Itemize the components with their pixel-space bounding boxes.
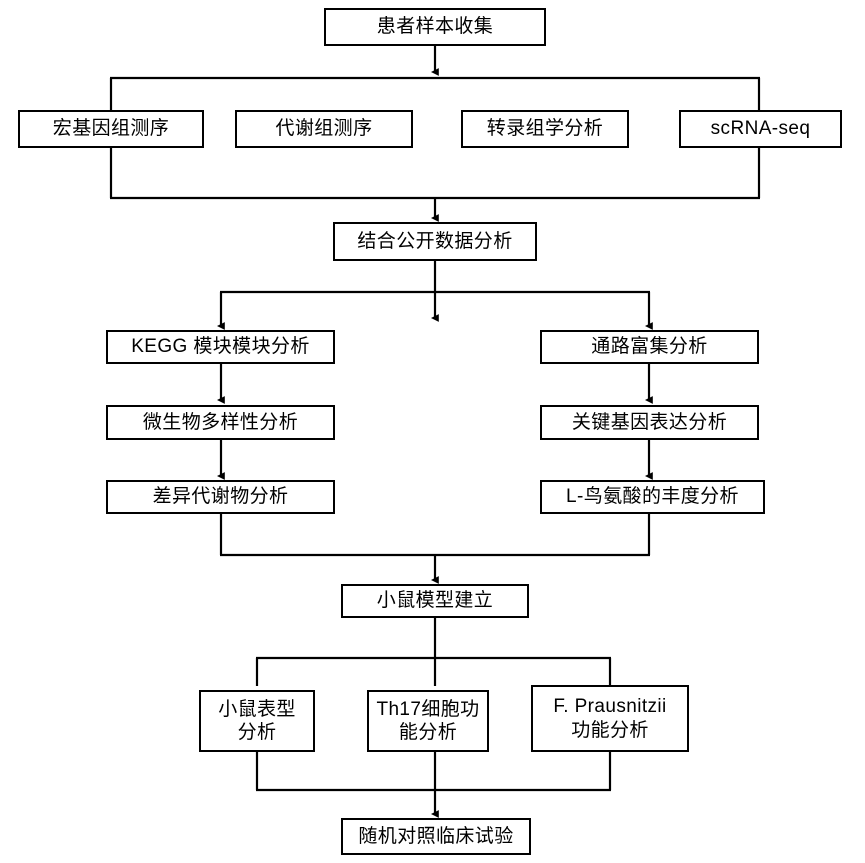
node-label: 宏基因组测序 — [52, 118, 170, 140]
node-differential-metabolite-analysis[interactable]: 差异代谢物分析 — [106, 480, 335, 514]
node-label: 小鼠表型 分析 — [218, 698, 296, 743]
node-metagenomic-sequencing[interactable]: 宏基因组测序 — [18, 110, 204, 148]
node-label: 小鼠模型建立 — [376, 590, 494, 612]
node-label: 代谢组测序 — [275, 118, 373, 140]
node-label: L-鸟氨酸的丰度分析 — [566, 486, 739, 508]
node-kegg-module-analysis[interactable]: KEGG 模块模块分析 — [106, 330, 335, 364]
node-label: 随机对照临床试验 — [358, 825, 514, 847]
node-label: scRNA-seq — [710, 118, 811, 140]
node-transcriptomic-analysis[interactable]: 转录组学分析 — [461, 110, 629, 148]
node-scrna-seq[interactable]: scRNA-seq — [679, 110, 842, 148]
node-label: Th17细胞功 能分析 — [376, 698, 480, 743]
node-label: F. Prausnitzii 功能分析 — [553, 696, 667, 741]
node-label: KEGG 模块模块分析 — [131, 336, 310, 358]
node-label: 通路富集分析 — [591, 336, 708, 358]
node-public-data-integration[interactable]: 结合公开数据分析 — [333, 222, 537, 261]
node-th17-cell-function-analysis[interactable]: Th17细胞功 能分析 — [367, 690, 489, 752]
node-key-gene-expression-analysis[interactable]: 关键基因表达分析 — [540, 405, 759, 440]
node-pathway-enrichment-analysis[interactable]: 通路富集分析 — [540, 330, 759, 364]
node-l-ornithine-abundance-analysis[interactable]: L-鸟氨酸的丰度分析 — [540, 480, 765, 514]
node-label: 微生物多样性分析 — [142, 411, 299, 433]
node-label: 差异代谢物分析 — [152, 486, 289, 508]
node-label: 结合公开数据分析 — [357, 230, 513, 252]
node-mouse-model-establishment[interactable]: 小鼠模型建立 — [341, 584, 529, 618]
node-f-prausnitzii-function-analysis[interactable]: F. Prausnitzii 功能分析 — [531, 685, 689, 752]
node-microbial-diversity-analysis[interactable]: 微生物多样性分析 — [106, 405, 335, 440]
node-patient-sample-collection[interactable]: 患者样本收集 — [324, 8, 546, 46]
node-label: 转录组学分析 — [486, 118, 604, 140]
node-randomized-controlled-trial[interactable]: 随机对照临床试验 — [341, 818, 531, 855]
node-label: 关键基因表达分析 — [571, 411, 728, 433]
node-mouse-phenotype-analysis[interactable]: 小鼠表型 分析 — [199, 690, 315, 752]
node-label: 患者样本收集 — [376, 16, 494, 38]
node-metabolomic-sequencing[interactable]: 代谢组测序 — [235, 110, 413, 148]
